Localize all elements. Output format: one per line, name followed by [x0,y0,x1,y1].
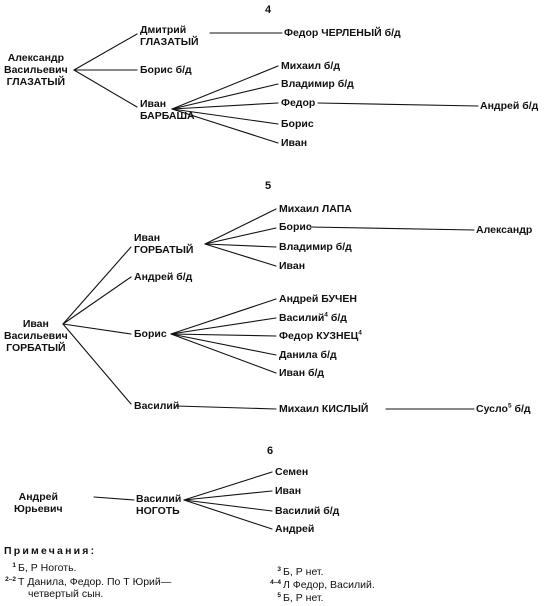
section-number: 4 [265,4,272,16]
note-marker: 1 [12,562,16,569]
branch-line [204,227,277,245]
person-son: Василий НОГОТЬ [136,493,182,517]
person-grandson: Владимир б/д [279,241,352,253]
person-son: Иван ГОРБАТЫЙ [134,232,194,256]
branch-line [183,499,273,512]
note-marker: 5 [277,592,281,599]
person-son: Андрей б/д [134,271,193,283]
person-grandson: Михаил КИСЛЫЙ [279,403,369,415]
branch-line [183,499,273,530]
person-grandson: Данила б/д [279,349,337,361]
branch-line [62,323,132,335]
person-son: Иван БАРБАША [140,98,195,122]
note-item: 4–4 Л Федор, Василий. [270,579,375,591]
note-item: 3 Б, Р нет. [277,566,323,578]
person-son: Дмитрий ГЛАЗАТЫЙ [140,24,199,48]
person-root: Иван Васильевич ГОРБАТЫЙ [4,318,68,354]
branch-line [171,83,279,110]
branch-line [62,246,132,325]
person-grandson: Иван [281,137,308,149]
branch-line [73,69,138,108]
section-number: 6 [267,445,274,457]
person-grandson: Василий б/д [275,505,340,517]
branch-line [183,490,273,501]
person-grandson: Борис [281,118,314,130]
branch-line [170,298,277,335]
section-number: 5 [265,180,272,192]
person-grandson: Владимир б/д [281,78,354,90]
branch-line [183,471,273,501]
branch-line [171,108,279,125]
branch-line [171,102,279,110]
person-grandson: Василий4 б/д [279,311,347,324]
note-item: 1 Б, Р Ноготь. [12,562,76,574]
person-grandson: Иван [279,260,306,272]
notes-title: Примечания: [4,545,97,557]
branch-line [317,102,479,107]
branch-line [204,208,277,245]
person-grandson: Андрей БУЧЕН [279,293,357,305]
person-grandson: Федор ЧЕРЛЕНЫЙ б/д [284,27,401,39]
note-item: 5 Б, Р нет. [277,592,323,604]
person-great-grandson: Сусло5 б/д [476,402,531,415]
note-marker: 4–4 [270,579,281,586]
branch-line [204,243,277,267]
person-grandson: Борис [279,221,312,233]
person-root: Александр Васильевич ГЛАЗАТЫЙ [4,52,68,88]
person-grandson: Иван б/д [279,367,325,379]
person-grandson: Федор КУЗНЕЦ4 [279,329,362,342]
person-grandson: Семен [275,466,309,478]
branch-line [171,108,279,144]
branch-line [170,333,277,374]
person-root: Андрей Юрьевич [14,491,63,515]
branch-line [170,333,277,337]
branch-line [73,33,138,71]
branch-line [170,333,277,356]
branch-line [62,323,132,405]
person-son: Василий [134,400,180,412]
branch-line [62,276,132,325]
person-son: Борис б/д [140,64,192,76]
branch-line [204,243,277,248]
branch-line [171,65,279,110]
person-son: Борис [134,328,167,340]
person-grandson: Андрей [275,523,315,535]
note-item: 2–2 Т Данила, Федор. По Т Юрий— четверты… [5,576,171,600]
person-great-grandson: Андрей б/д [480,100,539,112]
person-grandson: Федор [281,97,316,109]
branch-line [175,405,277,410]
footnote-marker: 4 [358,329,362,337]
footnote-marker: 5 [507,402,512,410]
person-grandson: Иван [275,485,302,497]
branch-line [309,226,475,231]
note-marker: 3 [277,566,281,573]
footnote-marker: 4 [324,311,328,319]
person-grandson: Михаил ЛАПА [279,203,352,215]
branch-line [93,496,135,501]
person-grandson: Михаил б/д [281,60,340,72]
note-marker: 2–2 [5,576,16,583]
branch-line [170,317,277,335]
person-great-grandson: Александр [476,224,533,236]
